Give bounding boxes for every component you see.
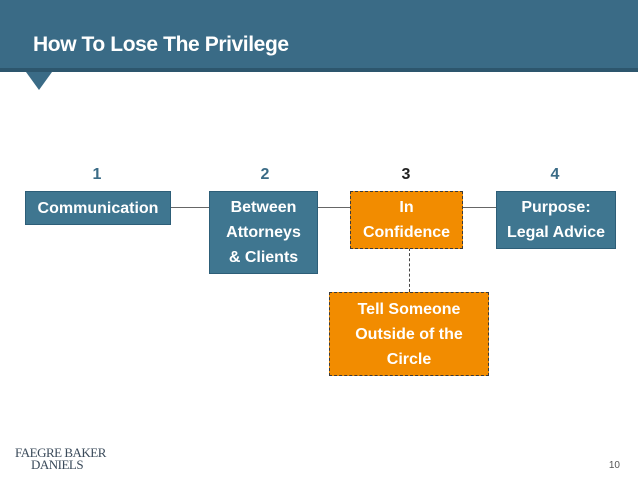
header-notch — [26, 72, 52, 90]
step-label-communication: Communication — [37, 199, 159, 217]
page-number: 10 — [608, 460, 620, 471]
branch-box-tell-someone: Tell Someone Outside of the Circle — [329, 292, 489, 376]
company-logo: Faegre Baker Daniels — [15, 445, 106, 472]
header-shadow — [0, 68, 638, 72]
step-number-2: 2 — [260, 166, 270, 183]
step-box-between-attorneys: Between Attorneys & Clients — [209, 191, 318, 274]
step-label-in-confidence: In Confidence — [362, 199, 451, 241]
step-number-4: 4 — [550, 166, 560, 183]
header-bar — [0, 0, 638, 72]
step-box-in-confidence: In Confidence — [350, 191, 463, 249]
branch-label: Tell Someone Outside of the Circle — [355, 300, 463, 368]
slide-title: How To Lose The Privilege — [33, 33, 289, 56]
connector-3-branch — [409, 248, 410, 292]
step-box-purpose: Purpose: Legal Advice — [496, 191, 616, 249]
step-number-3: 3 — [401, 166, 411, 183]
connector-2-3 — [318, 207, 350, 208]
step-label-between-attorneys: Between Attorneys & Clients — [226, 199, 301, 266]
step-number-1: 1 — [92, 166, 102, 183]
connector-1-2 — [171, 207, 209, 208]
step-label-purpose: Purpose: Legal Advice — [506, 199, 606, 241]
logo-line-2: Daniels — [31, 457, 84, 472]
step-box-communication: Communication — [25, 191, 171, 225]
connector-3-4 — [463, 207, 496, 208]
logo-line-1: Faegre Baker — [15, 445, 106, 460]
